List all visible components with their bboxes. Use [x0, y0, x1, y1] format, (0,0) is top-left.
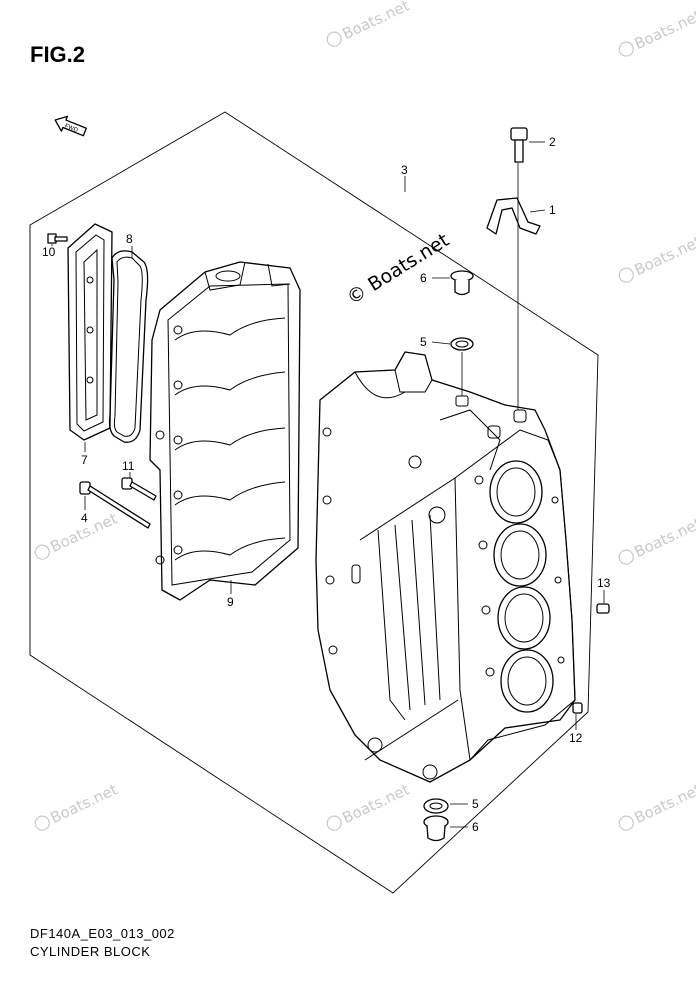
- main-watermark: © Boats.net: [343, 229, 453, 309]
- watermark-text: Boats.net: [632, 780, 696, 827]
- figure-title: FIG.2: [30, 42, 86, 67]
- callout-3: 3: [401, 163, 408, 177]
- bolt-part-10: [47, 233, 68, 244]
- fwd-label: FWD: [64, 123, 80, 134]
- plug-part-6-top: [450, 270, 474, 296]
- plug-part-12: [572, 702, 583, 714]
- callout-10: 10: [42, 245, 56, 259]
- figure-name: CYLINDER BLOCK: [30, 944, 151, 959]
- callout-13: 13: [597, 576, 611, 590]
- callout-2: 2: [549, 135, 556, 149]
- cylinder-block: [315, 351, 576, 783]
- watermark-text: Boats.net: [48, 780, 121, 827]
- assembly-box: [29, 111, 599, 894]
- watermark-text: Boats.net: [340, 780, 413, 827]
- washer-part-5-top: [450, 337, 474, 351]
- bolt-part-2: [510, 127, 528, 163]
- bolt-part-11: [121, 477, 157, 501]
- bolt-part-4: [79, 481, 151, 529]
- bracket-part-1: [486, 197, 541, 235]
- watermark-text: Boats.net: [632, 6, 696, 53]
- cylinder-head: [149, 261, 301, 601]
- callout-9: 9: [227, 595, 234, 609]
- callout-8: 8: [126, 232, 133, 246]
- callout-6-bottom: 6: [472, 820, 479, 834]
- cover-gasket-part-7: [67, 223, 113, 441]
- callout-1: 1: [549, 203, 556, 217]
- fwd-arrow-icon: FWD: [54, 115, 87, 137]
- dowel-part-13: [596, 603, 610, 614]
- washer-part-5-bottom: [423, 798, 449, 814]
- callout-5-bottom: 5: [472, 797, 479, 811]
- watermark-text: Boats.net: [632, 514, 696, 561]
- plug-part-6-bottom: [423, 815, 449, 842]
- callout-6-top: 6: [420, 271, 427, 285]
- gasket-part-8: [108, 250, 149, 443]
- watermark-text: Boats.net: [340, 0, 413, 43]
- callout-7: 7: [81, 453, 88, 467]
- callout-4: 4: [81, 511, 88, 525]
- leader-lines: [51, 141, 605, 828]
- callout-11: 11: [122, 459, 135, 473]
- watermark-text: Boats.net: [632, 232, 696, 279]
- callout-12: 12: [569, 731, 583, 745]
- callout-5-top: 5: [420, 335, 427, 349]
- figure-code: DF140A_E03_013_002: [30, 926, 175, 941]
